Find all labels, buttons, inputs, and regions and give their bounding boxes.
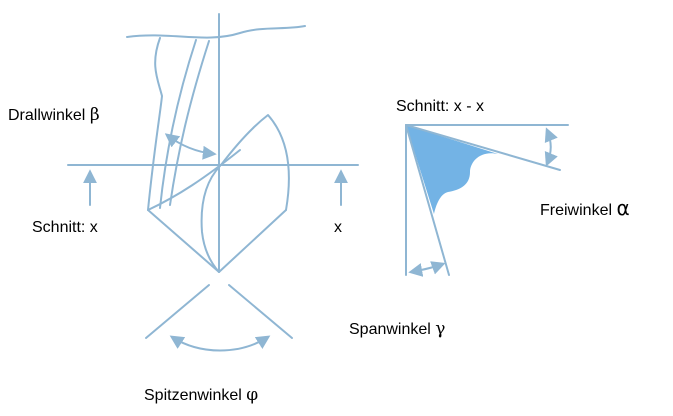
xx-flank-line (405, 124, 561, 171)
section-x-right-label: x (334, 219, 342, 236)
helix-angle-text: Drallwinkel (8, 107, 86, 124)
point-angle-arc (169, 335, 271, 352)
point-angle-ext-right (228, 284, 293, 339)
rake-angle-label: Spanwinkel γ (349, 320, 445, 339)
drill-lip (147, 149, 241, 211)
drill-helix-2 (169, 40, 210, 206)
point-angle-label: Spitzenwinkel φ (144, 386, 258, 405)
drill-body (126, 13, 306, 273)
helix-angle-arc (164, 133, 217, 160)
rake-face-fill (406, 125, 498, 214)
drill-point-left (147, 209, 220, 273)
section-xx-label: Schnitt: x - x (396, 98, 485, 115)
drill-left-flank (147, 37, 163, 211)
drill-inner-curve (200, 165, 221, 273)
drill-helix-1 (159, 39, 197, 209)
clearance-angle-symbol: α (616, 196, 630, 220)
point-angle-ext-left (145, 284, 210, 339)
rake-angle-text: Spanwinkel (349, 321, 431, 338)
rake-angle-symbol: γ (435, 319, 446, 339)
clearance-angle-label: Freiwinkel α (540, 196, 630, 220)
drill-right-margin (220, 114, 290, 211)
xx-rake-line (405, 124, 450, 276)
point-angle-text: Spitzenwinkel (144, 387, 242, 404)
drill-top-edge (126, 25, 306, 39)
section-xx (405, 124, 569, 277)
point-angle-symbol: φ (246, 385, 259, 405)
clearance-angle-text: Freiwinkel (540, 202, 613, 219)
rake-angle-arc (408, 261, 446, 277)
clearance-angle-arc (544, 127, 558, 167)
drill-point-right (218, 209, 287, 273)
section-x-label: Schnitt: x (32, 219, 98, 236)
helix-angle-symbol: β (89, 105, 100, 125)
helix-angle-label: Drallwinkel β (8, 106, 100, 125)
